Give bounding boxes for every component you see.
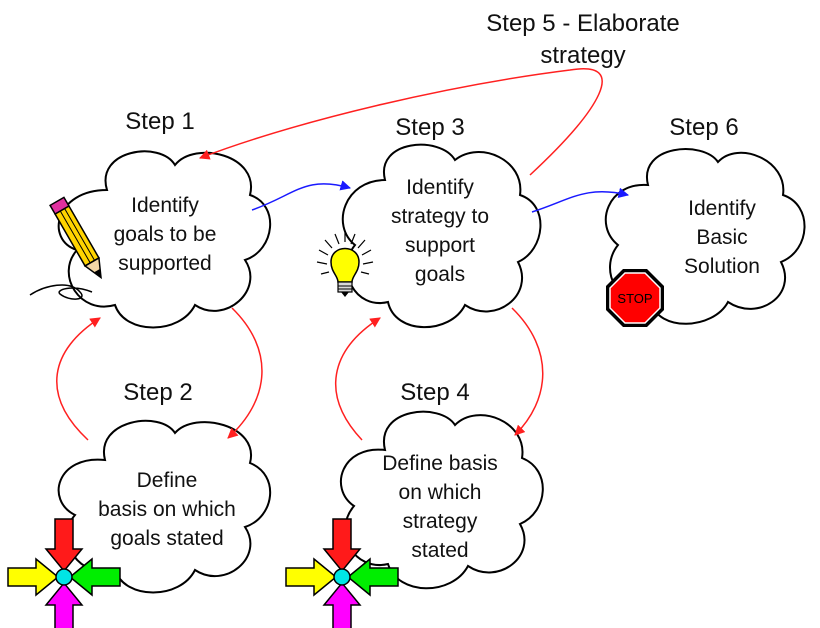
step4-text-line2: on which — [399, 481, 482, 504]
step6-text-line2: Basic — [696, 226, 747, 249]
step6-label: Step 6 — [669, 114, 738, 141]
pencil-icon — [29, 196, 102, 300]
stop-sign-icon: STOP — [606, 269, 664, 327]
arrow-step4-to-step3 — [335, 317, 381, 441]
step1-label: Step 1 — [125, 108, 194, 135]
step6-text-line3: Solution — [684, 255, 760, 278]
step5-label-line2: strategy — [540, 42, 625, 69]
arrow-step3-to-step6 — [531, 187, 630, 213]
step4-text-line1: Define basis — [382, 452, 498, 475]
step2-text-line3: goals stated — [110, 527, 223, 550]
arrow-step1-to-step2 — [227, 307, 263, 439]
step4-text-line4: stated — [411, 539, 468, 562]
step2-text-line1: Define — [137, 469, 198, 492]
step4-text-line3: strategy — [403, 510, 478, 533]
converging-arrows-icon — [285, 518, 399, 628]
step3-text-line4: goals — [415, 263, 465, 286]
step5-label-line1: Step 5 - Elaborate — [486, 10, 679, 37]
step1-text-line2: goals to be — [114, 223, 217, 246]
step4-label: Step 4 — [400, 379, 469, 406]
cloud-step1 — [57, 150, 272, 329]
step3-label: Step 3 — [395, 114, 464, 141]
arrow-step1-to-step3 — [251, 180, 352, 211]
step3-text-line3: support — [405, 234, 475, 257]
lightbulb-icon — [316, 232, 374, 297]
step5-loop-arrow — [199, 68, 603, 176]
converging-arrows-icon — [7, 518, 121, 628]
step2-label: Step 2 — [123, 379, 192, 406]
step3-text-line2: strategy to — [391, 205, 489, 228]
step1-text-line1: Identify — [131, 194, 199, 217]
stop-sign-text: STOP — [617, 291, 652, 306]
step2-text-line2: basis on which — [98, 498, 236, 521]
step1-text-line3: supported — [118, 252, 211, 275]
step6-text-line1: Identify — [688, 197, 756, 220]
arrow-step2-to-step1 — [56, 317, 101, 441]
arrow-step3-to-step4 — [511, 307, 544, 436]
step3-text-line1: Identify — [406, 176, 474, 199]
